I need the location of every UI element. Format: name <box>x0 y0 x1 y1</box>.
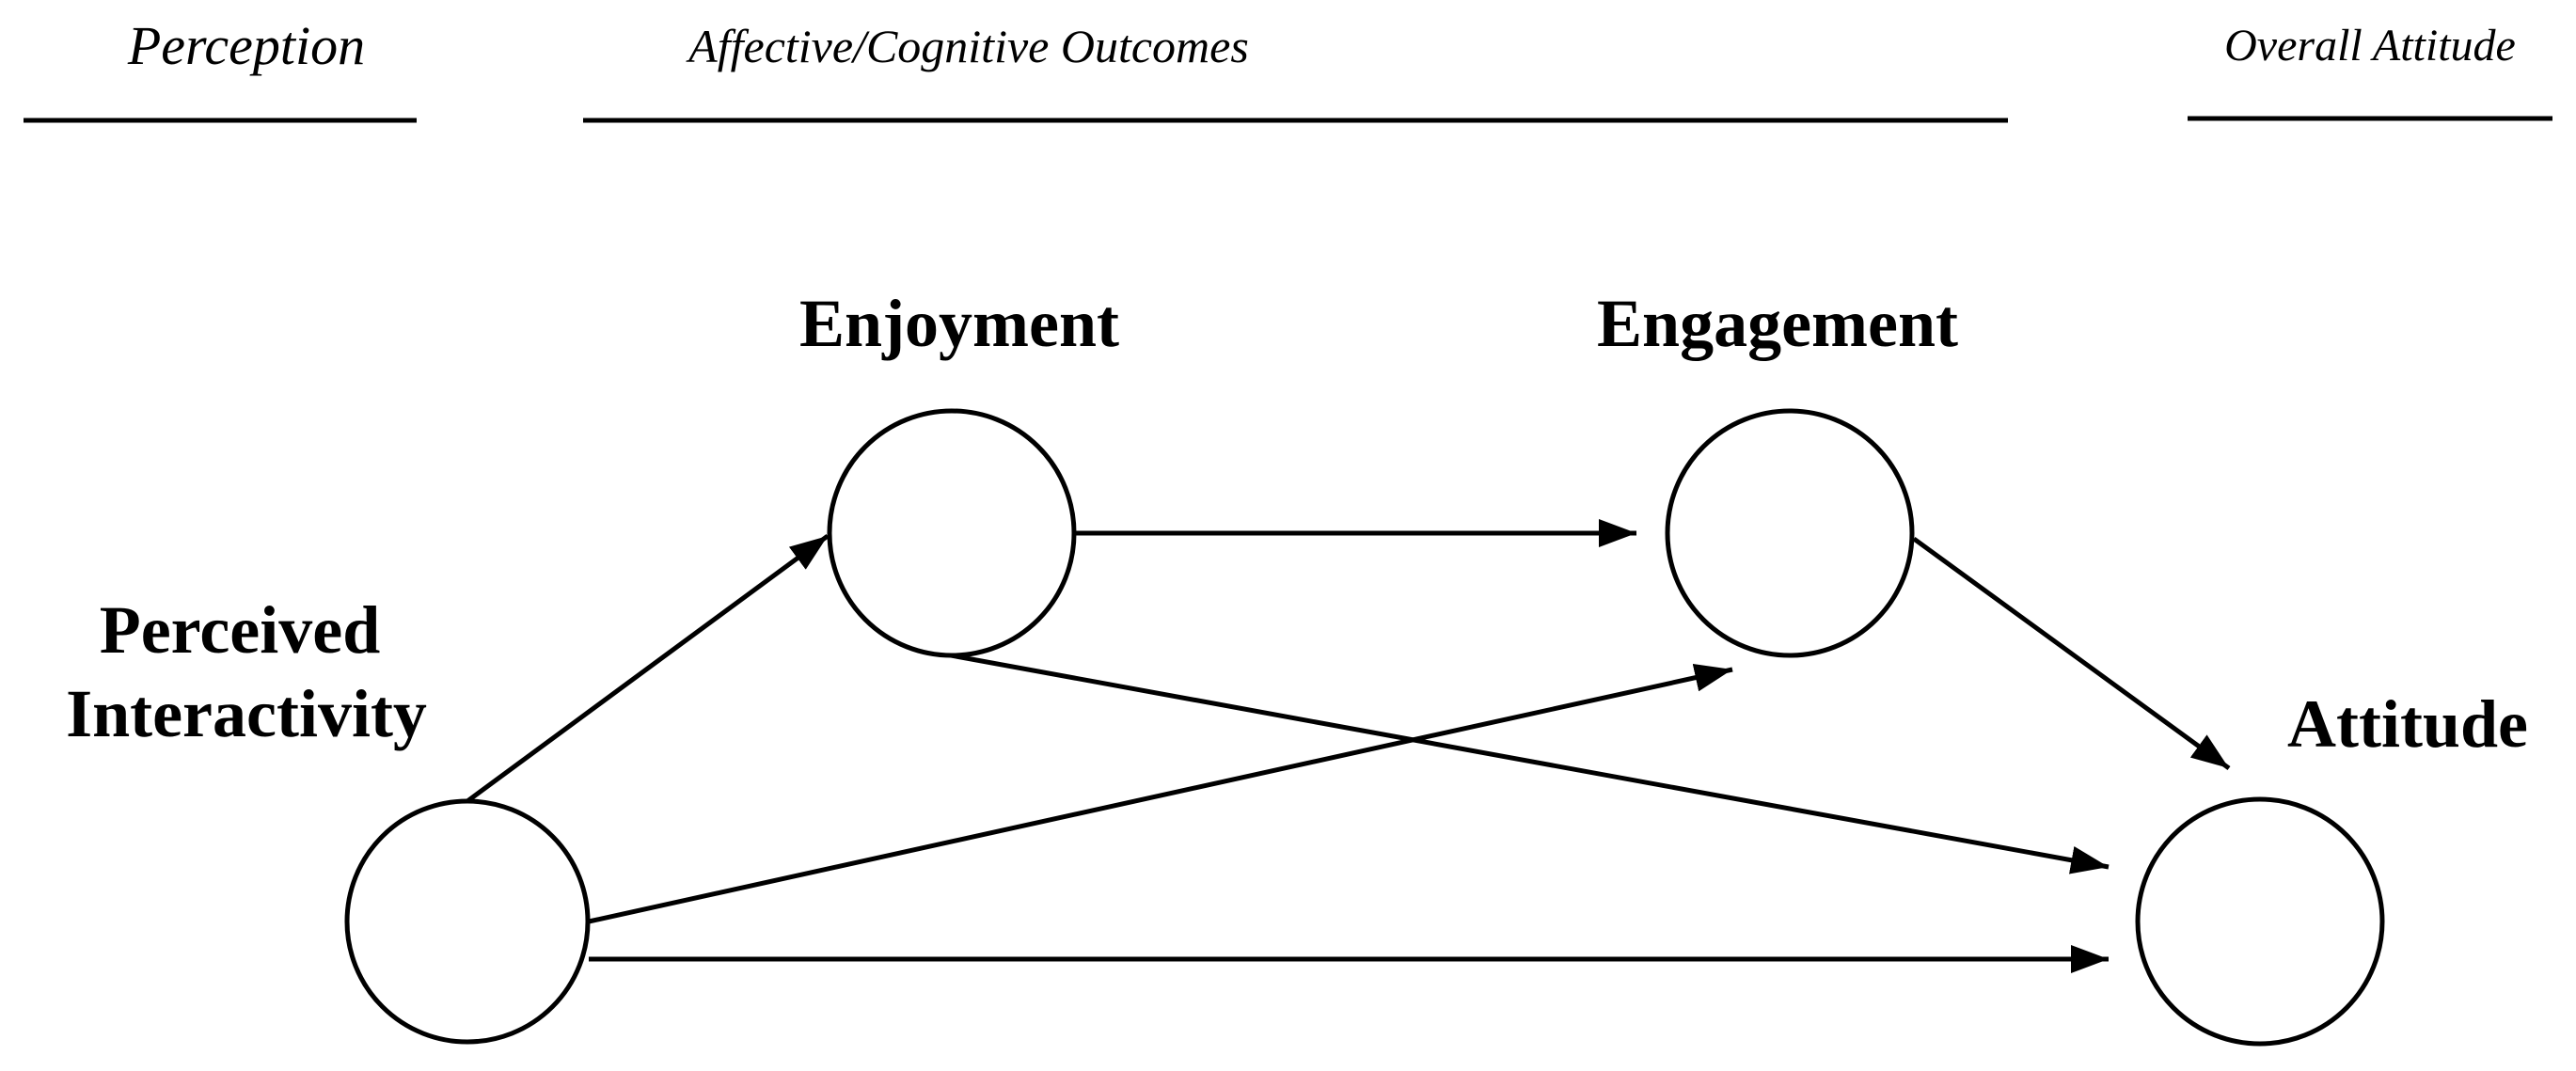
node-circle-enjoyment <box>827 408 1077 658</box>
section-label-overall: Overall Attitude <box>2224 21 2516 71</box>
node-circle-attitude <box>2135 796 2385 1047</box>
node-attitude: Attitude <box>2135 686 2528 1047</box>
node-label-perceived-line1: Perceived <box>100 592 381 668</box>
section-label-perception: Perception <box>127 15 365 76</box>
node-engagement: Engagement <box>1597 286 1958 658</box>
node-label-attitude: Attitude <box>2287 686 2528 762</box>
edge-interactivity-to-engagement <box>588 663 1733 924</box>
node-circle-perceived-interactivity <box>344 798 591 1045</box>
edge-interactivity-to-enjoyment <box>466 533 830 804</box>
section-label-outcomes: Affective/Cognitive Outcomes <box>686 20 1249 72</box>
node-circle-engagement <box>1665 408 1915 658</box>
node-enjoyment: Enjoyment <box>799 286 1119 658</box>
edge-enjoyment-to-attitude <box>940 651 2110 874</box>
node-label-perceived-line2: Interactivity <box>66 676 427 751</box>
node-perceived-interactivity: Perceived Interactivity <box>66 592 591 1045</box>
edge-engagement-to-attitude <box>1912 536 2231 771</box>
edges <box>466 519 2231 973</box>
node-label-enjoyment: Enjoyment <box>799 286 1119 361</box>
node-label-engagement: Engagement <box>1597 286 1958 361</box>
